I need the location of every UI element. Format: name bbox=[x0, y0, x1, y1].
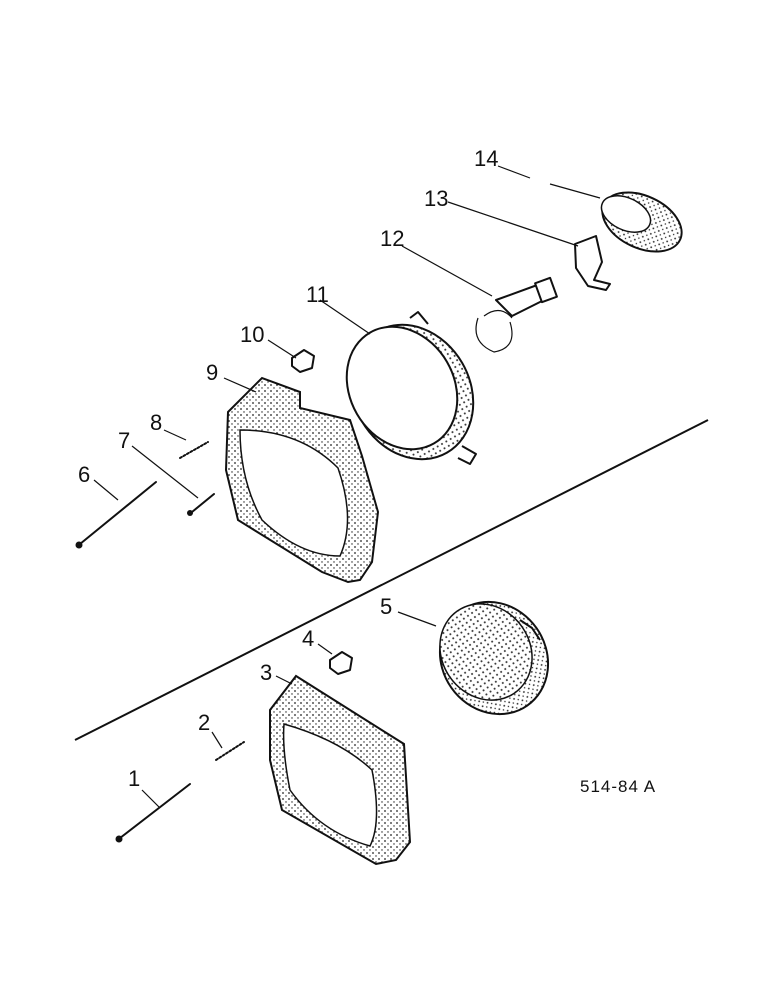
callout-labels: 1 2 3 4 5 6 7 8 9 10 11 12 13 14 bbox=[78, 146, 498, 791]
part-6-long-screw bbox=[75, 481, 157, 549]
callout-7: 7 bbox=[118, 428, 130, 453]
part-14-rear-housing bbox=[600, 191, 683, 253]
callout-4: 4 bbox=[302, 626, 314, 651]
callout-5: 5 bbox=[380, 594, 392, 619]
part-5-lamp-assembly bbox=[438, 600, 550, 716]
callout-6: 6 bbox=[78, 462, 90, 487]
part-11-lens-unit bbox=[345, 311, 477, 465]
callout-14: 14 bbox=[474, 146, 498, 171]
leader-lines bbox=[93, 165, 601, 809]
callout-1: 1 bbox=[128, 766, 140, 791]
part-9-upper-bracket bbox=[224, 376, 380, 584]
divider-line bbox=[74, 419, 709, 741]
callout-3: 3 bbox=[260, 660, 272, 685]
callout-9: 9 bbox=[206, 360, 218, 385]
reference-code: 514-84 A bbox=[580, 777, 656, 796]
callout-11: 11 bbox=[306, 282, 329, 307]
part-2-spring bbox=[215, 741, 245, 761]
callout-2: 2 bbox=[198, 710, 210, 735]
callout-8: 8 bbox=[150, 410, 162, 435]
callout-13: 13 bbox=[424, 186, 448, 211]
part-1-long-screw bbox=[115, 783, 191, 843]
part-12-bulb bbox=[475, 276, 558, 353]
part-3-lower-bracket bbox=[269, 674, 412, 866]
part-8-spring bbox=[179, 441, 209, 459]
part-7-screw bbox=[187, 493, 215, 516]
part-10-nut bbox=[291, 349, 315, 373]
callout-12: 12 bbox=[380, 226, 404, 251]
part-4-nut bbox=[329, 651, 353, 675]
part-13-retaining-clip bbox=[574, 235, 611, 291]
callout-10: 10 bbox=[240, 322, 264, 347]
